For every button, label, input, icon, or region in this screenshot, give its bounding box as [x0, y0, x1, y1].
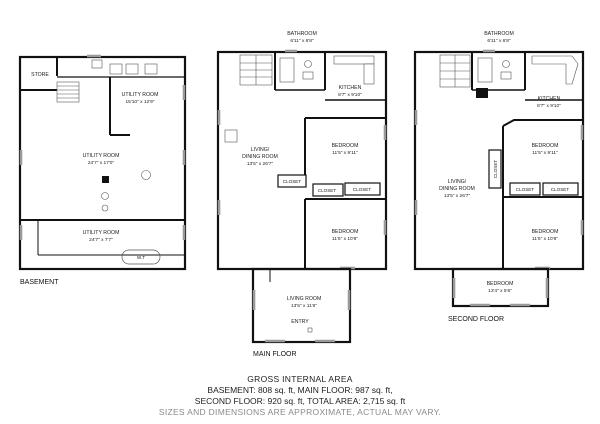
utility-room-3-label: UTILITY ROOM [83, 230, 120, 236]
main-entry-label: ENTRY [291, 319, 309, 325]
water-tank-label: W.T [137, 255, 145, 260]
disclaimer: SIZES AND DIMENSIONS ARE APPROXIMATE, AC… [158, 407, 442, 417]
area-line-1: BASEMENT: 808 sq. ft, MAIN FLOOR: 987 sq… [207, 385, 393, 395]
gross-area-title: GROSS INTERNAL AREA [247, 374, 353, 384]
main-living-dining-label-2: DINING ROOM [242, 154, 278, 160]
second-bedroom-1-label: BEDROOM [532, 143, 559, 149]
basement-plan: STORE UTILITY ROOM 15'10" x 12'9" UTILIT… [18, 54, 187, 286]
utility-room-1-label: UTILITY ROOM [122, 92, 159, 98]
main-bathroom-dims: 6'11" x 6'8" [290, 38, 314, 44]
main-floor-plan: BATHROOM 6'11" x 6'8" KITCHEN 8'7" x 9'1… [216, 31, 388, 358]
second-bedroom-3-label: BEDROOM [487, 281, 514, 287]
main-bedroom-1-label: BEDROOM [332, 143, 359, 149]
main-closet-3-label: CLOSET [353, 187, 372, 192]
main-kitchen-dims: 8'7" x 9'10" [338, 92, 362, 98]
second-living-dining-label-1: LIVING/ [448, 179, 467, 185]
utility-room-2-dims: 24'7" x 17'0" [88, 160, 115, 166]
second-closet-1-label: CLOSET [493, 160, 498, 179]
main-bedroom-2-dims: 11'5" x 10'8" [332, 236, 358, 242]
main-closet-2-label: CLOSET [318, 188, 337, 193]
main-closet-1-label: CLOSET [283, 179, 302, 184]
second-bedroom-1-dims: 11'5" x 9'11" [532, 150, 558, 156]
second-floor-label: SECOND FLOOR [448, 316, 504, 323]
main-bathroom-label: BATHROOM [287, 31, 317, 37]
main-kitchen-label: KITCHEN [339, 85, 362, 91]
main-floor-label: MAIN FLOOR [253, 351, 297, 358]
second-bedroom-3-dims: 13'4" x 5'6" [488, 288, 512, 294]
second-bathroom-dims: 6'11" x 6'8" [487, 38, 511, 44]
utility-room-3-dims: 24'7" x 7'7" [89, 237, 113, 243]
second-living-dining-label-2: DINING ROOM [439, 186, 475, 192]
area-line-2: SECOND FLOOR: 920 sq. ft, TOTAL AREA: 2,… [194, 396, 406, 406]
second-living-dining-dims: 13'5" x 26'7" [444, 193, 471, 199]
second-kitchen-label: KITCHEN [538, 96, 561, 102]
main-living-dining-dims: 13'5" x 26'7" [247, 161, 274, 167]
main-bedroom-2-label: BEDROOM [332, 229, 359, 235]
main-living-dining-label-1: LIVING/ [251, 147, 270, 153]
second-floor-plan: BATHROOM 6'11" x 6'8" KITCHEN 8'7" x 9'1… [413, 31, 585, 323]
main-living-room-label: LIVING ROOM [287, 296, 322, 302]
second-closet-2-label: CLOSET [516, 187, 535, 192]
second-bedroom-2-dims: 11'5" x 10'8" [532, 236, 558, 242]
second-closet-3-label: CLOSET [551, 187, 570, 192]
second-kitchen-dims: 8'7" x 9'10" [537, 103, 561, 109]
utility-room-2-label: UTILITY ROOM [83, 153, 120, 159]
main-bedroom-1-dims: 11'5" x 9'11" [332, 150, 358, 156]
main-living-room-dims: 13'5" x 11'6" [291, 303, 317, 309]
second-bathroom-label: BATHROOM [484, 31, 514, 37]
store-label: STORE [31, 72, 49, 78]
utility-room-1-dims: 15'10" x 12'9" [126, 99, 155, 105]
second-bedroom-2-label: BEDROOM [532, 229, 559, 235]
basement-floor-label: BASEMENT [20, 279, 59, 286]
